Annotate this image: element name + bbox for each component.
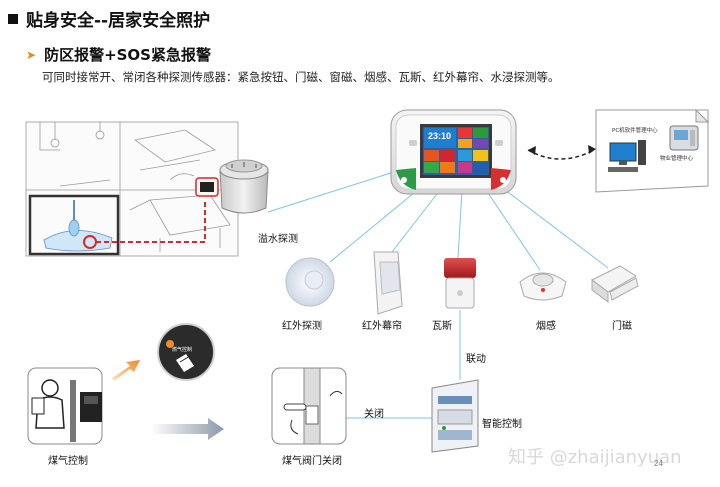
alarm-control-panel — [390, 109, 517, 195]
door-sensor-icon — [591, 265, 639, 303]
section-subtitle: ➤ 防区报警+SOS紧急报警 — [26, 44, 211, 65]
watermark-text: 知乎 @zhaijianyuan — [508, 447, 682, 468]
gray-flow-arrow-icon — [150, 418, 224, 440]
smoke-detector-icon — [519, 272, 567, 301]
pir-sensor-icon — [285, 257, 335, 307]
label-smart-control: 智能控制 — [482, 419, 522, 430]
water-dashed-link — [96, 200, 206, 243]
label-curtain: 红外幕帘 — [362, 321, 402, 332]
pc-center-label: PC机软件管理中心 — [612, 126, 658, 134]
sensor-connection-lines — [267, 169, 609, 419]
curtain-sensor-icon — [373, 251, 403, 315]
label-water: 溢水探测 — [258, 234, 298, 245]
gas-valve-illustration — [271, 367, 347, 445]
gas-control-illustration — [27, 367, 103, 445]
page-title: 贴身安全--居家安全照护 — [8, 6, 210, 31]
pc-dashed-link — [527, 149, 595, 160]
smart-control-module-icon — [431, 379, 479, 453]
panel-time: 23:10 — [428, 131, 451, 141]
arrow-bullet-icon: ➤ — [26, 47, 37, 62]
orange-arrow-icon — [112, 360, 140, 381]
label-gas-control: 煤气控制 — [48, 456, 88, 467]
label-door: 门磁 — [612, 321, 632, 332]
label-close: 关闭 — [364, 409, 384, 420]
section-subtitle-text: 防区报警+SOS紧急报警 — [44, 46, 211, 64]
page-number: 24 — [654, 459, 663, 468]
gas-detector-icon — [444, 258, 476, 309]
management-center-card — [595, 108, 710, 193]
bullet-square-icon — [8, 13, 18, 24]
arrowhead-left-icon — [528, 146, 536, 155]
callout-text: 燃气控制 — [172, 346, 192, 353]
label-gas: 瓦斯 — [432, 321, 452, 332]
label-valve-close: 煤气阀门关闭 — [282, 456, 342, 467]
description-text: 可同时接常开、常闭各种探测传感器：紧急按钮、门磁、窗磁、烟感、瓦斯、红外幕帘、水… — [42, 70, 560, 84]
water-detector-icon — [219, 159, 269, 214]
arrowhead-right-icon — [588, 145, 596, 154]
label-smoke: 烟感 — [536, 321, 556, 332]
gas-control-callout — [157, 323, 215, 381]
house-sketch-illustration — [25, 121, 239, 257]
page-title-text: 贴身安全--居家安全照护 — [26, 11, 211, 31]
label-pir: 红外探测 — [282, 321, 322, 332]
property-center-label: 物业管理中心 — [660, 154, 694, 162]
label-linkage: 联动 — [466, 354, 486, 365]
